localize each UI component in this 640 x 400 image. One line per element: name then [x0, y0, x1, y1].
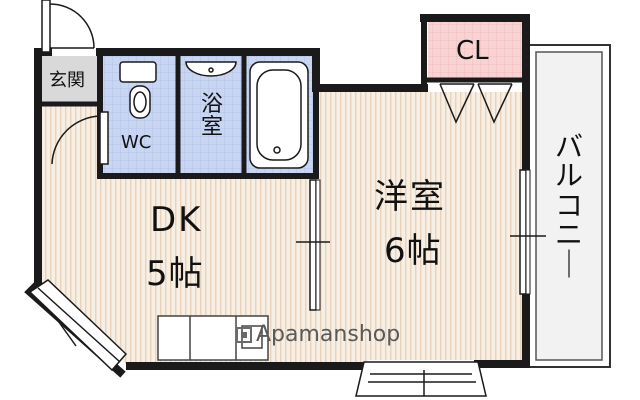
toilet [119, 61, 157, 119]
bath-label-char-1: 浴 [200, 92, 223, 117]
apamanshop-logo-icon [236, 327, 252, 343]
balcony-char-3: コ [554, 188, 583, 222]
watermark-text: Apamanshop [256, 322, 401, 347]
dk-room-size: 5帖 [146, 254, 204, 294]
bath-label: 浴室 [198, 93, 226, 139]
dk-door [51, 111, 109, 165]
bath-label-char-2: 室 [200, 115, 223, 141]
kitchen-counter [157, 315, 269, 361]
watermark: Apamanshop [236, 324, 400, 346]
balcony-label: バ ル コ ニ ｜ [552, 132, 586, 279]
dk-room-label: DK [150, 200, 203, 240]
sliding-door-dk [296, 179, 330, 311]
western-room-size: 6帖 [384, 231, 442, 271]
bath-fixtures [185, 61, 309, 169]
western-room-label: 洋室 [374, 177, 446, 217]
closet-doors [439, 83, 513, 124]
bottom-window [355, 361, 487, 397]
closet-label: CL [456, 36, 489, 66]
balcony-char-4: ニ [554, 218, 583, 252]
wc-label: WC [121, 132, 152, 153]
balcony-window [510, 169, 546, 295]
bay-window [28, 279, 128, 372]
balcony-char-1: バ [554, 130, 583, 163]
balcony-char-2: ル [554, 159, 583, 193]
balcony [527, 44, 611, 368]
entrance-door [41, 0, 95, 53]
balcony-char-5: ｜ [554, 247, 583, 281]
entrance-label: 玄関 [49, 70, 85, 91]
